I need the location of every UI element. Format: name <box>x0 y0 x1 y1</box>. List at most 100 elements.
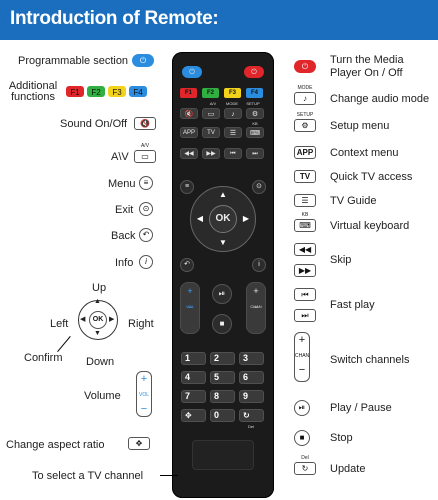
numpad-key-8[interactable]: 8 <box>210 390 235 403</box>
connector-tv-channel <box>160 475 178 476</box>
av-icon: ▭ <box>134 150 156 163</box>
stop-button[interactable]: ■ <box>212 314 232 334</box>
connector-confirm <box>57 336 71 352</box>
remote-setup-label: SETUP <box>246 101 260 106</box>
stop-icon: ■ <box>294 430 310 446</box>
mute-icon: 🔇 <box>134 117 156 130</box>
numpad-key-2[interactable]: 2 <box>210 352 235 365</box>
tv-button[interactable]: TV <box>202 127 220 138</box>
label-fast-play: Fast play <box>330 299 375 311</box>
exit-circle-button[interactable]: ⊙ <box>252 180 266 194</box>
dpad-diagram-ok: OK <box>89 311 107 329</box>
numpad-key-7[interactable]: 7 <box>181 390 206 403</box>
label-audio: Change audio mode <box>330 93 430 105</box>
power-button[interactable]: ⏻ <box>244 66 264 78</box>
f3-icon: F3 <box>108 86 126 97</box>
label-confirm: Confirm <box>24 352 63 364</box>
forward-button[interactable]: ⏭ <box>246 148 264 159</box>
dpad-diagram-left-arrow: ◀ <box>80 316 86 323</box>
label-context: Context menu <box>330 147 399 159</box>
channel-rocker[interactable]: +− <box>246 282 266 334</box>
next-button[interactable]: ▶▶ <box>202 148 220 159</box>
remote-bottom-panel <box>192 440 254 470</box>
back-circle-button[interactable]: ↶ <box>180 258 194 272</box>
fast-back-icon: ⏮ <box>294 288 316 301</box>
power-icon: ⏻ <box>294 60 316 73</box>
f3-key[interactable]: F3 <box>224 88 241 98</box>
dpad-left-arrow[interactable]: ◀ <box>196 214 204 223</box>
programmable-power-icon: ⏻ <box>132 54 154 67</box>
numpad-key-1[interactable]: 1 <box>181 352 206 365</box>
label-aspect: Change aspect ratio <box>6 439 105 451</box>
numpad-key-9[interactable]: 9 <box>239 390 264 403</box>
f1-key[interactable]: F1 <box>180 88 197 98</box>
numpad-key-4[interactable]: 4 <box>181 371 206 384</box>
label-tv-guide: TV Guide <box>330 195 377 207</box>
dpad-down-arrow[interactable]: ▼ <box>219 238 227 247</box>
numpad-key-3[interactable]: 3 <box>239 352 264 365</box>
label-back: Back <box>111 230 136 242</box>
menu-circle-button[interactable]: ≡ <box>180 180 194 194</box>
volume-rocker[interactable]: +− <box>180 282 200 334</box>
f4-icon: F4 <box>129 86 147 97</box>
vol-caption: VOL <box>138 392 149 398</box>
page-title: Introduction of Remote: <box>10 8 219 29</box>
setup-icon: ⚙ <box>294 119 316 132</box>
label-setup: Setup menu <box>330 120 390 132</box>
keyboard-button[interactable]: ⌨ <box>246 127 264 138</box>
label-volume: Volume <box>84 390 121 402</box>
volume-icon: +VOL− <box>136 371 152 417</box>
dpad-ok-button[interactable]: OK <box>209 205 237 233</box>
info-icon: i <box>139 255 153 269</box>
app-icon: APP <box>294 146 316 159</box>
aspect-ratio-key[interactable]: ✥ <box>181 409 206 422</box>
label-update: Update <box>330 463 366 475</box>
remote-body: ⏻ ⏻ F1 F2 F3 F4 A/V MODE SETUP 🔇 ▭ ♪ ⚙ K… <box>172 52 274 498</box>
app-button[interactable]: APP <box>180 127 198 138</box>
menu-list-button[interactable]: ☰ <box>224 127 242 138</box>
del-caption: Del <box>301 455 309 461</box>
keyboard-icon: ⌨ <box>294 219 316 232</box>
label-up: Up <box>92 282 107 294</box>
f2-key[interactable]: F2 <box>202 88 219 98</box>
label-programmable: Programmable section <box>18 55 129 67</box>
label-switch: Switch channels <box>330 354 410 366</box>
dpad-diagram-down-arrow: ▼ <box>94 330 101 337</box>
label-exit: Exit <box>115 204 134 216</box>
label-power: Turn the Media Player On / Off <box>330 54 404 79</box>
rewind-button[interactable]: ⏮ <box>224 148 242 159</box>
f4-key[interactable]: F4 <box>246 88 263 98</box>
title-bar <box>0 0 438 40</box>
dpad-up-arrow[interactable]: ▲ <box>219 190 227 199</box>
remote-vol-label: VOL <box>185 304 194 309</box>
back-icon: ↶ <box>139 228 153 242</box>
mode-button[interactable]: ♪ <box>224 108 242 119</box>
setup-button[interactable]: ⚙ <box>246 108 264 119</box>
label-right: Right <box>128 318 154 330</box>
av-caption: A/V <box>140 143 150 149</box>
label-skip: Skip <box>330 254 352 266</box>
mute-button[interactable]: 🔇 <box>180 108 198 119</box>
label-info: Info <box>115 257 134 269</box>
numpad-key-5[interactable]: 5 <box>210 371 235 384</box>
label-additional: Additional functions <box>8 80 58 103</box>
programmable-power-button[interactable]: ⏻ <box>182 66 202 78</box>
update-key[interactable]: ↻ <box>239 409 264 422</box>
setup-caption: SETUP <box>296 112 314 118</box>
prev-button[interactable]: ◀◀ <box>180 148 198 159</box>
numpad-key-0[interactable]: 0 <box>210 409 235 422</box>
label-sound: Sound On/Off <box>60 118 128 130</box>
play-pause-button[interactable]: ⏯ <box>212 284 232 304</box>
aspect-ratio-icon: ✥ <box>128 437 150 450</box>
tv-icon: TV <box>294 170 316 183</box>
numpad-key-6[interactable]: 6 <box>239 371 264 384</box>
label-play-pause: Play / Pause <box>330 402 392 414</box>
dpad-right-arrow[interactable]: ▶ <box>242 214 250 223</box>
remote-chan-label: CHAN <box>250 304 262 309</box>
label-tv-channel: To select a TV channel <box>32 470 144 482</box>
av-button[interactable]: ▭ <box>202 108 220 119</box>
tv-guide-icon: ☰ <box>294 194 316 207</box>
info-circle-button[interactable]: i <box>252 258 266 272</box>
label-quick-tv: Quick TV access <box>330 171 413 183</box>
chan-caption: CHAN <box>295 353 310 359</box>
